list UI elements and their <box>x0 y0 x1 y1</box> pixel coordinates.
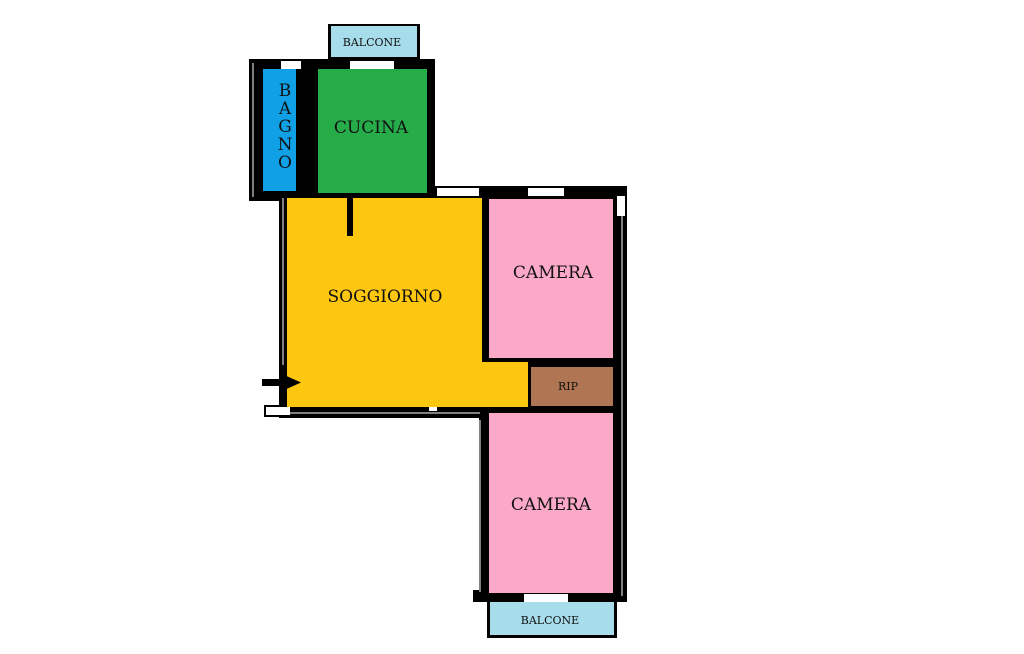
arrow-right-icon <box>262 374 301 391</box>
cucina-label: CUCINA <box>334 118 409 138</box>
bagno-room <box>263 69 296 191</box>
bagno-letter-4: N <box>278 135 293 155</box>
camera-bottom-room <box>489 413 613 593</box>
rip-label: RIP <box>558 380 579 393</box>
balcone-top <box>331 26 417 57</box>
bagno-letter-3: G <box>278 117 292 137</box>
soggiorno-label: SOGGIORNO <box>327 287 442 307</box>
bagno-letter-5: O <box>278 153 292 173</box>
camera-bottom-label: CAMERA <box>511 495 592 515</box>
bagno-letter-1: B <box>279 81 292 101</box>
bagno-letter-2: A <box>278 99 292 119</box>
camera-top-room <box>489 199 613 358</box>
soggiorno-room <box>287 198 528 407</box>
camera-top-label: CAMERA <box>513 263 594 283</box>
cucina-room <box>318 69 427 193</box>
bagno-label: B A G N O <box>278 81 293 173</box>
balcone-bottom <box>490 602 614 635</box>
rip-room <box>531 367 613 406</box>
balcone-top-label: BALCONE <box>343 36 401 49</box>
wall-lines <box>252 63 623 596</box>
balcone-bottom-label: BALCONE <box>521 614 579 627</box>
windows <box>266 61 625 602</box>
